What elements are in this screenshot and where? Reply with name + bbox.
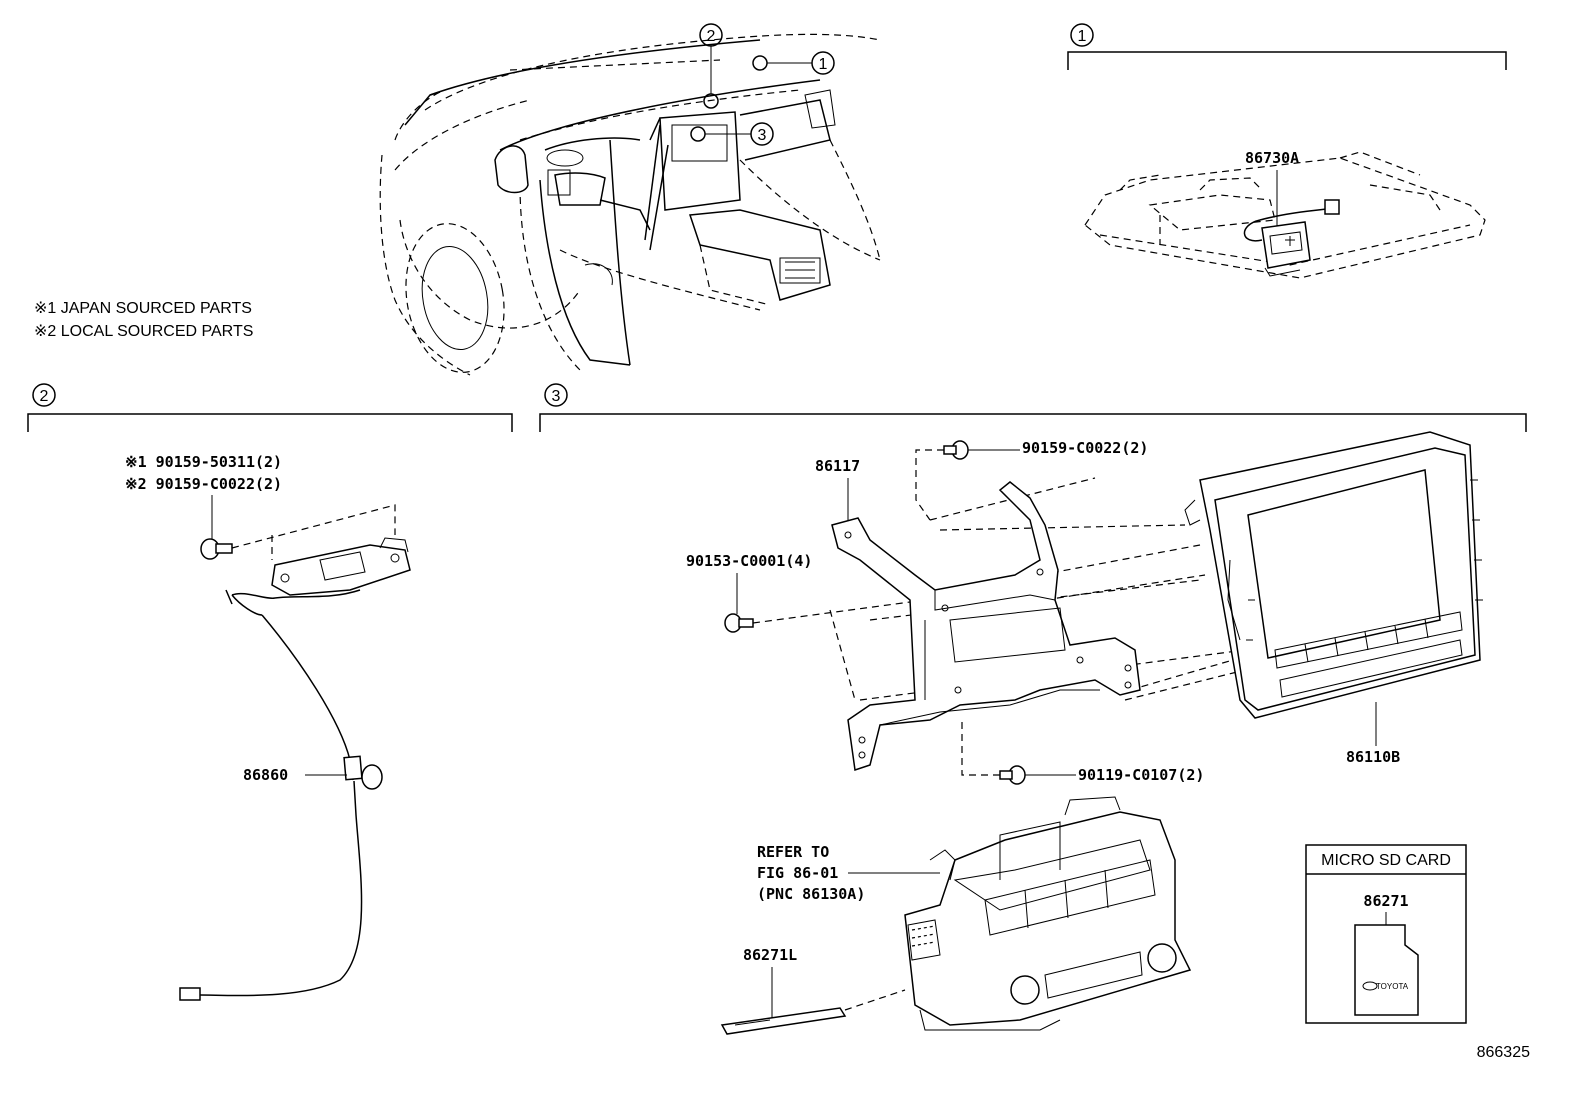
part-label-86117: 86117 <box>815 457 860 475</box>
figure-id: 866325 <box>1477 1044 1530 1061</box>
callout-circle-3 <box>750 122 774 146</box>
part-label-90159-C0022: 90159-C0022(2) <box>1022 439 1148 457</box>
note-local-sourced: ※2 LOCAL SOURCED PARTS <box>34 323 253 340</box>
note-japan-sourced: ※1 JAPAN SOURCED PARTS <box>34 300 252 317</box>
part-label-90153-C0001: 90153-C0001(4) <box>686 552 812 570</box>
audio-control-panel-illustration <box>904 796 1192 1031</box>
part-label-86730A: 86730A <box>1245 149 1299 167</box>
location-marker-3 <box>690 126 706 142</box>
navigation-display-illustration <box>1184 431 1483 719</box>
part-label-86271: 86271 <box>1363 892 1408 910</box>
part-label-86271L: 86271L <box>743 946 797 964</box>
bolt-illustration <box>200 504 396 560</box>
part-label-bolt-japan: ※1 90159-50311(2) <box>125 453 282 471</box>
section-number-2: 2 <box>40 388 49 405</box>
micro-sd-card-box: MICRO SD CARD 86271 TOYOTA <box>1305 844 1467 1024</box>
callout-number-2: 2 <box>707 28 716 45</box>
sd-card-icon <box>1354 924 1419 1016</box>
callout-circle-2 <box>699 23 723 47</box>
antenna-bracket-illustration <box>271 537 411 596</box>
usb-cable-illustration <box>720 989 906 1035</box>
section-2: 2 ※1 90159-50311(2) ※2 90159-C0022(2) <box>27 383 513 1001</box>
refer-text-line1: REFER TO <box>757 843 829 861</box>
antenna-cable-illustration <box>179 589 383 1001</box>
part-label-bolt-local: ※2 90159-C0022(2) <box>125 475 282 493</box>
section-number-3: 3 <box>552 388 561 405</box>
section-3: 3 86117 90159-C0022(2) 90153-C0001(4) 90… <box>539 383 1527 1035</box>
location-marker-1 <box>752 55 768 71</box>
callout-circle-1 <box>811 51 835 75</box>
part-label-90119-C0107: 90119-C0107(2) <box>1078 766 1204 784</box>
mounting-bracket-illustration <box>831 481 1141 771</box>
part-label-86110B: 86110B <box>1346 748 1400 766</box>
vehicle-interior-illustration <box>379 33 881 376</box>
micro-sd-title: MICRO SD CARD <box>1321 852 1451 869</box>
refer-text-line3: (PNC 86130A) <box>757 885 865 903</box>
refer-text-line2: FIG 86-01 <box>757 864 838 882</box>
callout-markers: 1 2 3 <box>690 23 835 146</box>
sd-card-brand: TOYOTA <box>1376 982 1409 991</box>
screw-illustrations <box>724 440 1026 785</box>
overhead-console-illustration <box>1084 151 1486 279</box>
callout-number-1: 1 <box>819 56 828 73</box>
section-1: 1 86730A <box>1067 23 1507 279</box>
part-label-86860: 86860 <box>243 766 288 784</box>
section-number-1: 1 <box>1078 28 1087 45</box>
toyota-logo-icon <box>1362 981 1378 991</box>
callout-number-3: 3 <box>758 127 767 144</box>
